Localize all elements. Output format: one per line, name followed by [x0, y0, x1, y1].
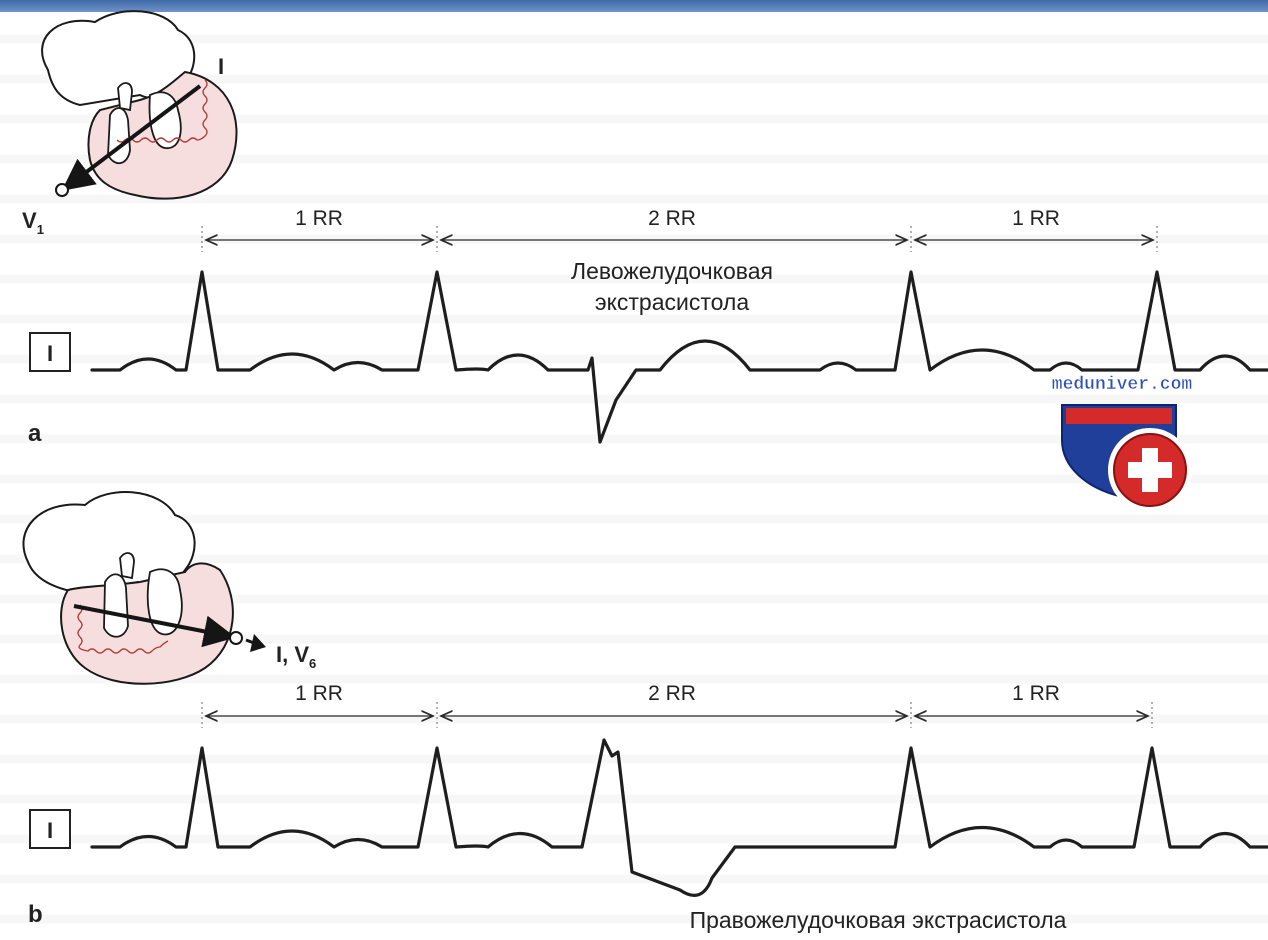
- interval-label-b-3: 1 RR: [1012, 682, 1060, 705]
- ecg-trace-a: [90, 270, 1268, 444]
- vector-origin-label-a: I: [218, 54, 224, 79]
- heart-diagram-b: I, V6: [22, 491, 316, 685]
- interval-label-b-2: 2 RR: [648, 682, 696, 705]
- vector-lead-label-a: V1: [22, 208, 44, 237]
- lead-label-b: I: [47, 818, 53, 843]
- panel-letter-a: a: [28, 420, 42, 447]
- top-banner-strip: [0, 0, 1268, 12]
- caption-rv-extrasystole: Правожелудочковая экстрасистола: [690, 907, 1067, 933]
- caption-lv-extrasystole-line2: экстрасистола: [595, 289, 750, 315]
- interval-label-b-1: 1 RR: [295, 682, 343, 705]
- vector-lead-label-b: I, V6: [276, 642, 316, 671]
- interval-label-a-3: 1 RR: [1012, 207, 1060, 230]
- panel-letter-b: b: [28, 901, 43, 928]
- interval-markers-a: 1 RR 2 RR 1 RR: [201, 207, 1158, 252]
- ecg-trace-b: [90, 738, 1268, 897]
- panel-b: I, V6 1 RR 2 RR 1 RR I b Правожелудочков…: [22, 491, 1268, 933]
- lead-label-a: I: [47, 341, 53, 366]
- panel-a: I V1 1 RR 2 RR 1 RR Левожелудочковая экс…: [22, 10, 1268, 447]
- caption-lv-extrasystole-line1: Левожелудочковая: [571, 258, 773, 284]
- meduniver-logo: meduniver.com: [1052, 375, 1193, 512]
- lead-box-b: [29, 809, 71, 849]
- interval-markers-b: 1 RR 2 RR 1 RR: [201, 682, 1153, 728]
- interval-label-a-1: 1 RR: [295, 207, 343, 230]
- lead-box-a: [29, 332, 71, 372]
- heart-diagram-a: I V1: [22, 10, 238, 237]
- interval-label-a-2: 2 RR: [648, 207, 696, 230]
- watermark-text: meduniver.com: [1052, 375, 1193, 395]
